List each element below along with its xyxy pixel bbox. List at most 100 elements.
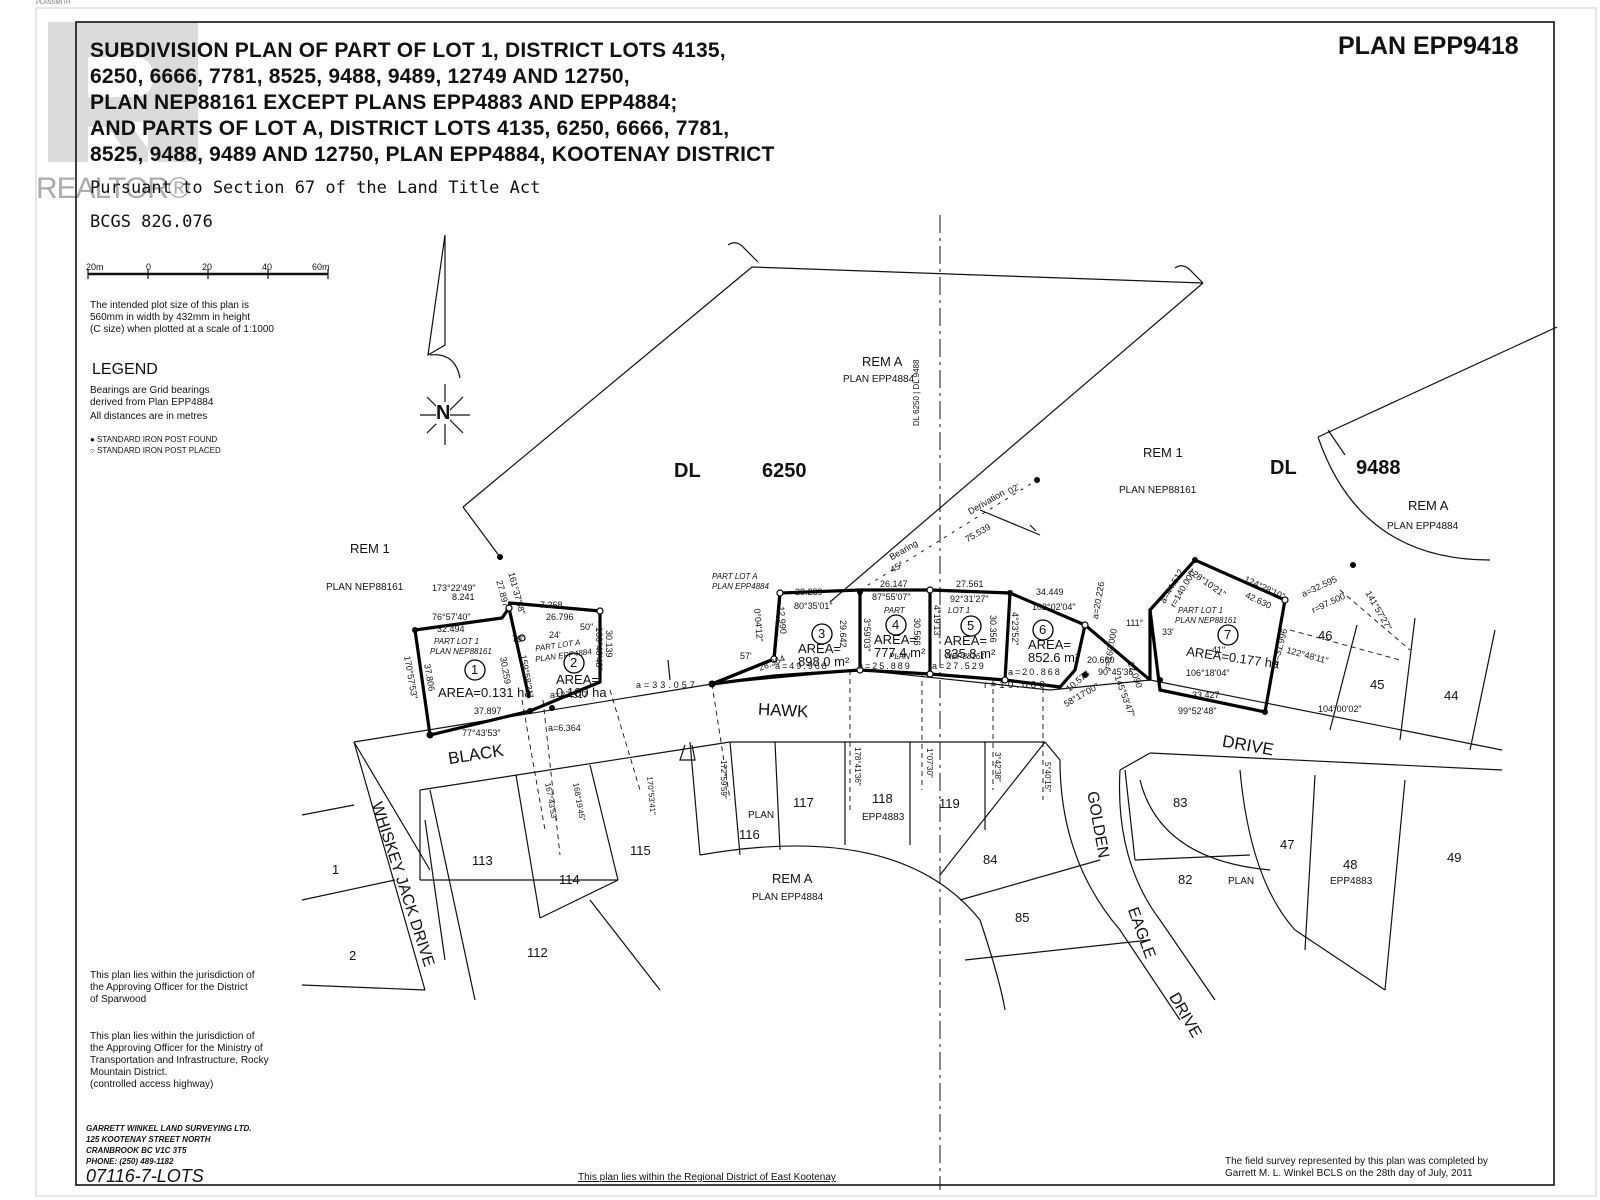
- legend-post-placed: ○ STANDARD IRON POST PLACED: [90, 446, 221, 455]
- plan-title-line-3: PLAN NEP88161 EXCEPT PLANS EPP4883 AND E…: [90, 91, 678, 114]
- neighbour-lot-115: 115: [630, 843, 651, 858]
- scale-label-0: 0: [146, 262, 152, 272]
- plan-title-line-5: 8525, 9488, 9489 AND 12750, PLAN EPP4884…: [90, 143, 775, 166]
- lot-6-area: AREA= 852.6 m²: [1028, 637, 1080, 665]
- north-arrow-label: N: [436, 402, 451, 424]
- dim-d30: 29.642: [838, 620, 848, 648]
- plan-label-118: EPP4883: [862, 812, 905, 823]
- dim-d5: 7.268: [540, 600, 563, 610]
- dim-d55: 33': [1162, 627, 1174, 637]
- neighbour-lot-49: 49: [1447, 850, 1462, 865]
- neighbour-lot-45: 45: [1370, 677, 1385, 692]
- jurisdiction-1-line-3: of Sparwood: [90, 994, 147, 1005]
- rem-a-right: REM A: [1408, 498, 1449, 513]
- lot-4-number: 4: [892, 617, 900, 632]
- dim-d40: 30.356: [988, 615, 998, 643]
- dl-9488-prefix: DL: [1270, 457, 1297, 479]
- neighbour-lot-113: 113: [472, 853, 493, 868]
- rem-a-bottom-plan: PLAN EPP4884: [752, 892, 824, 903]
- neighbour-lot-46: 46: [1318, 628, 1333, 643]
- neighbour-lot-116: 116: [739, 827, 760, 842]
- dim-d34: a=25.889: [858, 661, 912, 671]
- dim-d58: 33.427: [1192, 690, 1220, 700]
- lot-5-area: AREA= 835.8 m²: [944, 633, 996, 661]
- dim-d32: 26.147: [880, 579, 908, 589]
- neighbour-lot-117: 117: [793, 795, 814, 810]
- dim-d50: 20.660: [1087, 655, 1115, 665]
- dl-6250-prefix: DL: [674, 460, 701, 482]
- realtor-watermark-text: REALTOR®: [36, 172, 190, 205]
- surveyor-line-2: 125 KOOTENAY STREET NORTH: [86, 1135, 211, 1144]
- dim-d4: 32.494: [437, 624, 465, 634]
- rem-a-top-plan: PLAN EPP4884: [843, 374, 915, 385]
- neighbour-lot-85: 85: [1015, 910, 1030, 925]
- dim-d6: 26.796: [546, 612, 574, 622]
- dim-d18: 37.897: [474, 706, 502, 716]
- neighbour-lot-118: 118: [872, 791, 893, 806]
- plan-subtitle: Pursuant to Section 67 of the Land Title…: [90, 178, 541, 198]
- plot-note-2: 560mm in width by 432mm in height: [90, 312, 251, 323]
- part-lot-1-plan: PLAN NEP88161: [430, 647, 492, 656]
- dim-d81: 1°07'30": [925, 748, 934, 778]
- rem-1-mid-plan: PLAN NEP88161: [1119, 485, 1197, 496]
- dim-d3: 76°57'40": [432, 612, 471, 622]
- dim-d44: a=20.868: [1008, 667, 1062, 677]
- dim-d36: 4°19'13": [932, 605, 942, 639]
- tiny-header-text: PLANSMITH: [36, 0, 71, 6]
- nep-label-mid: NEP88161: [946, 652, 985, 661]
- jurisdiction-1-line-1: This plan lies within the jurisdiction o…: [90, 970, 255, 981]
- dl-6250-number: 6250: [762, 460, 807, 482]
- dim-d76: 172°59'59": [719, 760, 728, 799]
- dim-d41: 4°23'52": [1010, 612, 1020, 646]
- lot-7-number: 7: [1224, 627, 1232, 642]
- bcgs-reference: BCGS 82G.076: [90, 212, 213, 232]
- plot-note-3: (C size) when plotted at a scale of 1:10…: [90, 324, 274, 335]
- legend-line-3: All distances are in metres: [90, 411, 208, 422]
- plan-number: PLAN EPP9418: [1338, 32, 1519, 60]
- part-lot-1-7-label: PART LOT 1: [1178, 606, 1224, 615]
- dim-d27: 57': [740, 651, 752, 661]
- surveyor-line-4: PHONE: (250) 489-1182: [86, 1157, 174, 1166]
- jurisdiction-1-line-2: the Approving Officer for the District: [90, 982, 248, 993]
- dim-d56: 41": [1212, 645, 1226, 655]
- plan-title-line-4: AND PARTS OF LOT A, DISTRICT LOTS 4135, …: [90, 117, 730, 140]
- dim-d57: 106°18'04": [1186, 668, 1230, 678]
- neighbour-lot-2: 2: [349, 948, 357, 963]
- dim-d20: a=27.317: [550, 690, 588, 700]
- scale-label-20m: 20m: [86, 262, 104, 272]
- neighbour-lot-83: 83: [1173, 795, 1188, 810]
- plan-label-116: PLAN: [748, 810, 775, 821]
- dim-d31: 3°59'03": [862, 618, 872, 652]
- scale-label-20: 20: [202, 262, 213, 272]
- part-lot-a2-label: PART LOT A: [712, 572, 758, 581]
- neighbour-lot-119: 119: [939, 796, 960, 811]
- lot-3-area: AREA= 898.0 m²: [798, 641, 850, 669]
- regional-district-note: This plan lies within the Regional Distr…: [578, 1172, 836, 1183]
- dim-d43: 102°02'04": [1032, 602, 1076, 612]
- part-lot-1-label: PART LOT 1: [434, 637, 480, 646]
- neighbour-lot-48: 48: [1343, 857, 1358, 872]
- dim-d2: 8.241: [452, 592, 475, 602]
- dim-d52: 111°: [1126, 618, 1144, 628]
- dim-d22: a=33.057: [636, 680, 698, 690]
- dim-d24: 80°35'01": [794, 601, 833, 611]
- legend-line-1: Bearings are Grid bearings: [90, 385, 210, 396]
- dim-d42: 34.449: [1036, 587, 1064, 597]
- field-survey-line-2: Garrett M. L. Winkel BCLS on the 28th da…: [1225, 1168, 1473, 1179]
- neighbour-lot-82: 82: [1178, 872, 1193, 887]
- plan-label-82: PLAN: [1228, 876, 1255, 887]
- dim-d29: a=49.968: [775, 661, 829, 671]
- plot-note-1: The intended plot size of this plan is: [90, 300, 249, 311]
- scale-label-60m: 60m: [312, 262, 330, 272]
- dim-d51: 90°45'36": [1098, 667, 1137, 677]
- neighbour-lot-112: 112: [527, 945, 548, 960]
- plan-title-line-2: 6250, 6666, 7781, 8525, 9488, 9489, 1274…: [90, 65, 630, 88]
- dim-d38: 92°31'27": [950, 594, 989, 604]
- surveyor-line-1: GARRETT WINKEL LAND SURVEYING LTD.: [86, 1124, 252, 1133]
- dim-d23: 28.289: [795, 587, 823, 597]
- dim-d37: 27.561: [956, 579, 984, 589]
- dl-9488-number: 9488: [1356, 457, 1401, 479]
- plan-label-mid: PLAN: [889, 652, 910, 661]
- rem-1-mid: REM 1: [1143, 445, 1183, 460]
